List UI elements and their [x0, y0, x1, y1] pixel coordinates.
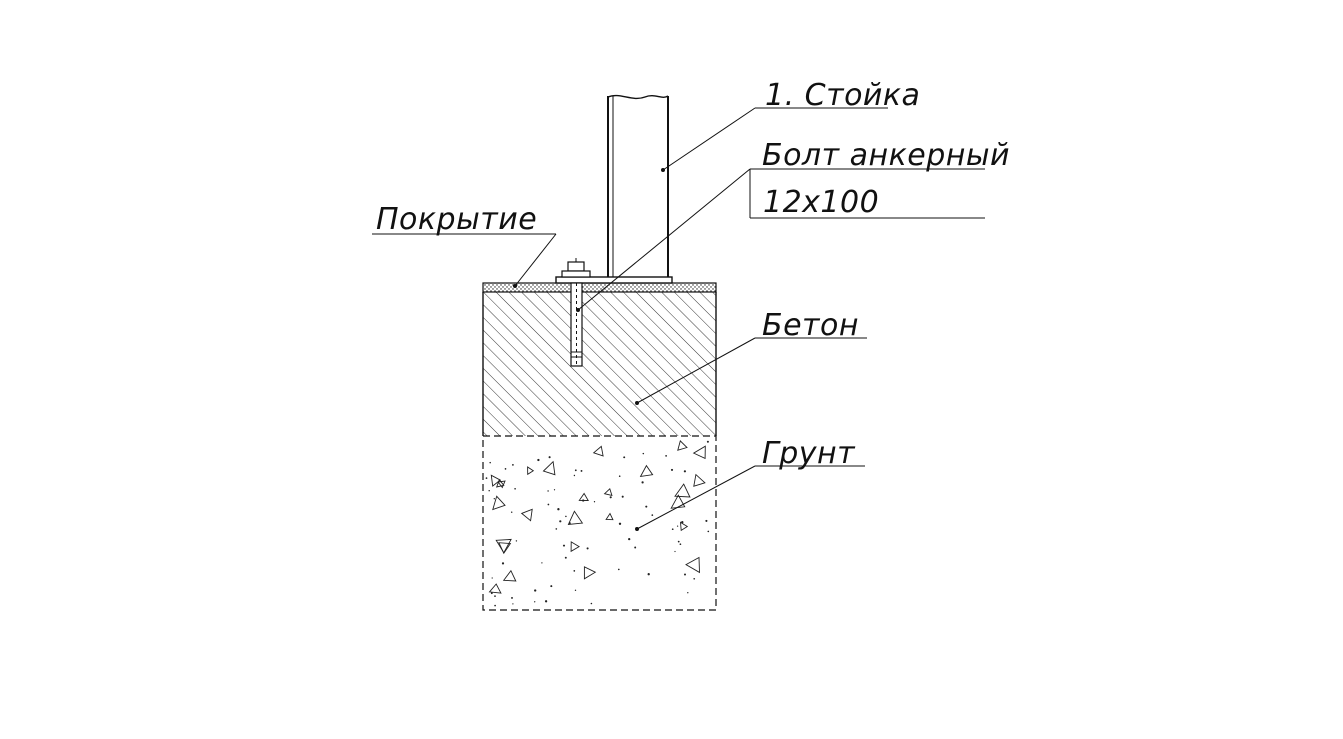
soil-block: [482, 435, 717, 611]
leader-lines: [372, 107, 985, 531]
soil-aggregate-marks: [485, 440, 710, 607]
label-post: 1. Стойка: [765, 78, 920, 113]
label-concrete: Бетон: [762, 308, 859, 343]
post-column: [607, 94, 669, 278]
label-coating: Покрытие: [376, 202, 537, 237]
label-anchor-bolt: Болт анкерный: [762, 138, 1010, 173]
label-anchor-bolt-size: 12x100: [763, 185, 879, 220]
concrete-block: [482, 292, 717, 437]
label-soil: Грунт: [762, 436, 856, 471]
coating-layer: [482, 282, 717, 293]
anchor-bolt: [561, 258, 591, 367]
labels: 1. Стойка Болт анкерный 12x100 Покрытие …: [376, 78, 1010, 471]
